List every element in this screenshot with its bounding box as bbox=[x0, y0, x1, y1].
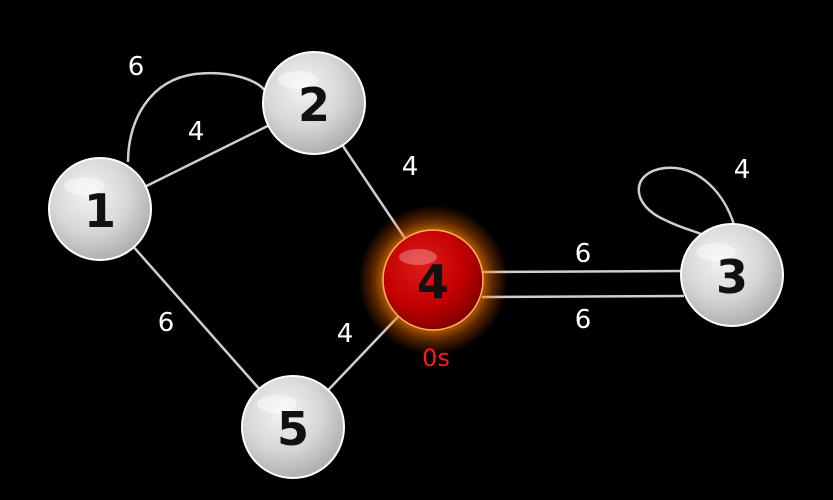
node-1-label: 1 bbox=[84, 184, 116, 238]
edge-4-3-lower[interactable] bbox=[481, 294, 685, 299]
edge-3-3-loop[interactable] bbox=[637, 166, 736, 238]
weight-1-2-loop: 6 bbox=[128, 52, 145, 82]
node-5[interactable]: 5 bbox=[241, 375, 345, 479]
weight-4-3-lower: 6 bbox=[575, 305, 592, 335]
weight-2-4: 4 bbox=[402, 152, 419, 182]
nodes: 1 2 3 4 0s 5 bbox=[48, 51, 784, 479]
node-2[interactable]: 2 bbox=[262, 51, 366, 155]
weight-4-3-upper: 6 bbox=[575, 239, 592, 269]
weight-1-2: 4 bbox=[188, 117, 205, 147]
node-1[interactable]: 1 bbox=[48, 157, 152, 261]
node-3-label: 3 bbox=[716, 250, 748, 304]
node-4-label: 4 bbox=[417, 255, 449, 309]
weight-1-5: 6 bbox=[158, 308, 175, 338]
node-2-label: 2 bbox=[298, 78, 330, 132]
edge-4-3-upper[interactable] bbox=[481, 269, 685, 274]
edge-1-2-loop[interactable] bbox=[126, 71, 268, 163]
weight-3-3: 4 bbox=[734, 155, 751, 185]
node-5-label: 5 bbox=[277, 402, 309, 456]
node-4[interactable]: 4 0s bbox=[358, 205, 508, 372]
weight-5-4: 4 bbox=[337, 319, 354, 349]
node-4-timer: 0s bbox=[422, 344, 450, 372]
node-3[interactable]: 3 bbox=[680, 223, 784, 327]
edge-weights: 6 4 4 6 4 6 6 4 bbox=[128, 52, 751, 349]
